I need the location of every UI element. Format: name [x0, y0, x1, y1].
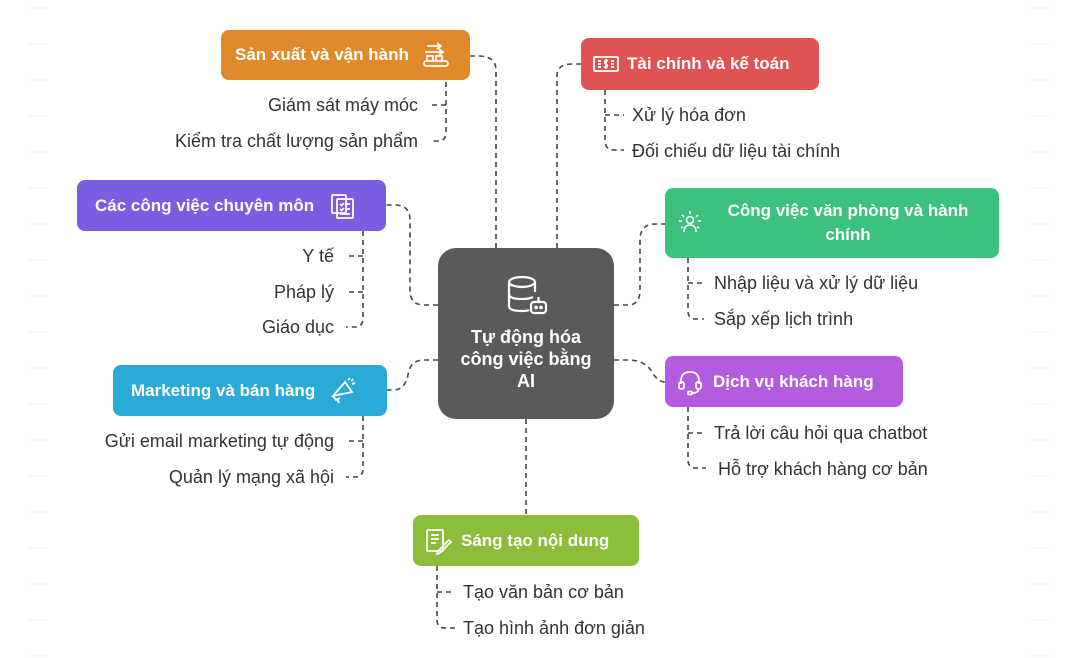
finance-item-1: Xử lý hóa đơn	[630, 104, 748, 126]
customer-service-item-1: Trả lời câu hỏi qua chatbot	[712, 422, 930, 444]
link-finance-items	[604, 90, 624, 151]
link-marketing-items	[346, 416, 364, 478]
production-item-1: Giám sát máy móc	[265, 94, 420, 116]
branch-office[interactable]: Công việc văn phòng và hành chính	[665, 188, 999, 258]
link-office-items	[687, 258, 704, 320]
finance-item-2: Đối chiếu dữ liệu tài chính	[630, 140, 843, 162]
marketing-item-2: Quản lý mạng xã hội	[166, 466, 336, 488]
link-customer	[614, 359, 666, 383]
conveyor-belt-icon	[421, 40, 451, 70]
branch-production[interactable]: Sản xuất và vận hành	[221, 30, 470, 80]
branch-customer-service-label: Dịch vụ khách hàng	[713, 371, 874, 391]
customer-service-item-2: Hỗ trợ khách hàng cơ bản	[716, 458, 930, 480]
center-title: Tự động hóa công việc bằng AI	[460, 327, 592, 391]
link-marketing	[387, 359, 438, 391]
branch-content[interactable]: Sáng tạo nội dung	[413, 515, 639, 566]
link-specialist	[386, 204, 438, 306]
specialist-item-2: Pháp lý	[271, 281, 336, 303]
branch-finance[interactable]: Tài chính và kế toán	[581, 38, 819, 90]
specialist-item-3: Giáo dục	[259, 316, 336, 338]
office-item-2: Sắp xếp lịch trình	[712, 308, 856, 330]
center-node[interactable]: Tự động hóa công việc bằng AI	[438, 248, 614, 419]
branch-marketing-label: Marketing và bán hàng	[131, 380, 316, 400]
money-bill-icon	[591, 49, 621, 79]
link-production-items	[430, 82, 447, 142]
link-finance	[556, 63, 581, 248]
branch-production-label: Sản xuất và vận hành	[235, 45, 409, 64]
branch-office-label-line1: Công việc văn phòng và hành	[727, 201, 969, 220]
branch-finance-label: Tài chính và kế toán	[627, 54, 790, 73]
link-customer-items	[687, 407, 706, 469]
production-item-2: Kiểm tra chất lượng sản phẩm	[173, 130, 420, 152]
branch-customer-service[interactable]: Dịch vụ khách hàng	[665, 356, 903, 407]
branch-specialist[interactable]: Các công việc chuyên môn	[77, 180, 386, 231]
idea-person-icon	[675, 208, 705, 238]
office-item-1: Nhập liệu và xử lý dữ liệu	[712, 272, 921, 294]
branch-marketing[interactable]: Marketing và bán hàng	[113, 365, 387, 416]
branch-office-label-line2: chính	[825, 225, 871, 244]
link-office	[614, 223, 665, 306]
headset-icon	[675, 367, 705, 397]
content-item-2: Tạo hình ảnh đơn giản	[461, 617, 647, 639]
link-production	[470, 55, 497, 248]
megaphone-icon	[327, 376, 357, 406]
marketing-item-1: Gửi email marketing tự động	[102, 430, 336, 452]
document-pen-icon	[423, 526, 453, 556]
clipboard-checklist-icon	[328, 191, 358, 221]
branch-specialist-label: Các công việc chuyên môn	[95, 195, 315, 215]
database-robot-icon	[501, 270, 551, 320]
branch-content-label: Sáng tạo nội dung	[461, 530, 610, 550]
link-specialist-items	[346, 231, 364, 328]
link-content-items	[436, 566, 455, 629]
specialist-item-1: Y tế	[300, 245, 336, 267]
content-item-1: Tạo văn bản cơ bản	[461, 581, 626, 603]
